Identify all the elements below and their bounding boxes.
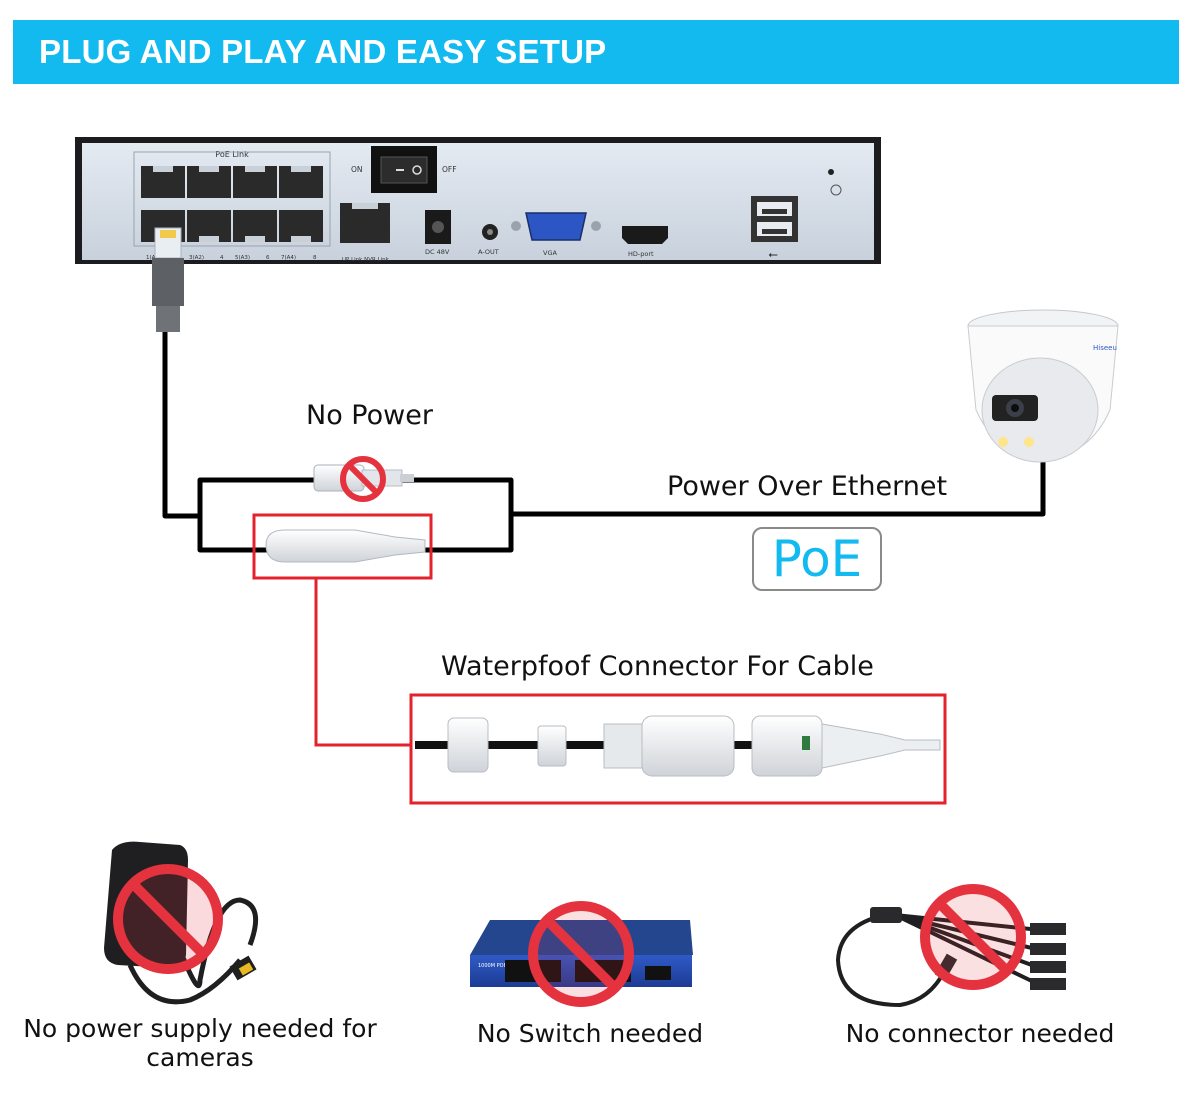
nvr-recorder: PoE Link 1(A1) 2 3(A2) 4 5(A3) 6: [75, 137, 881, 264]
svg-text:5(A3): 5(A3): [235, 255, 250, 261]
svg-text:4: 4: [220, 255, 224, 261]
power-over-ethernet-label: Power Over Ethernet: [667, 471, 948, 502]
prohibit-icon: [920, 884, 1026, 990]
callout-line: [314, 578, 411, 747]
poe-badge: PoE: [752, 527, 882, 591]
no-connector-note: No connector needed: [845, 1019, 1115, 1048]
svg-text:3(A2): 3(A2): [189, 255, 204, 261]
hdmi-port: [622, 226, 668, 244]
svg-text:6: 6: [266, 255, 270, 261]
status-led: [828, 169, 834, 175]
page-title: PLUG AND PLAY AND EASY SETUP: [39, 33, 607, 70]
header-banner: PLUG AND PLAY AND EASY SETUP: [13, 20, 1179, 84]
dc-label: DC 48V: [425, 248, 450, 256]
ethernet-plug: [152, 227, 184, 332]
switch-off-label: OFF: [442, 165, 457, 174]
poe-port-frame: [133, 151, 331, 247]
ground-icon: [830, 184, 842, 196]
poe-link-label: PoE Link: [215, 150, 249, 159]
no-switch-note: No Switch needed: [476, 1019, 704, 1048]
prohibit-icon: [340, 456, 386, 502]
vga-label: VGA: [543, 249, 557, 257]
dome-camera: Hiseeu: [967, 309, 1119, 463]
switch-model: 1000M POE: [478, 963, 507, 969]
usb-icon: ⭠: [768, 247, 778, 261]
cable-lines: [162, 332, 1046, 553]
waterproof-connector-label: Waterpfoof Connector For Cable: [441, 651, 874, 682]
no-power-label: No Power: [306, 400, 433, 431]
no-power-supply-note: No power supply needed for cameras: [23, 1014, 377, 1072]
waterproof-highlight-box: [409, 693, 947, 805]
ethernet-coupler: [265, 529, 426, 563]
prohibit-icon: [528, 901, 634, 1007]
vga-port: [525, 212, 587, 241]
waterproof-connector: [415, 715, 941, 777]
svg-text:8: 8: [313, 255, 317, 261]
prohibit-icon: [113, 864, 223, 974]
hdport-label: HD-port: [628, 250, 654, 258]
svg-text:7(A4): 7(A4): [281, 255, 296, 261]
uplink-port: [340, 203, 390, 243]
uplink-label: UP Link NVR Link: [342, 257, 390, 263]
switch-on-label: ON: [351, 165, 363, 174]
coupler-highlight-box: [252, 513, 433, 580]
camera-brand: Hiseeu: [1093, 344, 1117, 352]
aout-label: A-OUT: [478, 248, 499, 256]
poe-ports: [141, 166, 323, 242]
